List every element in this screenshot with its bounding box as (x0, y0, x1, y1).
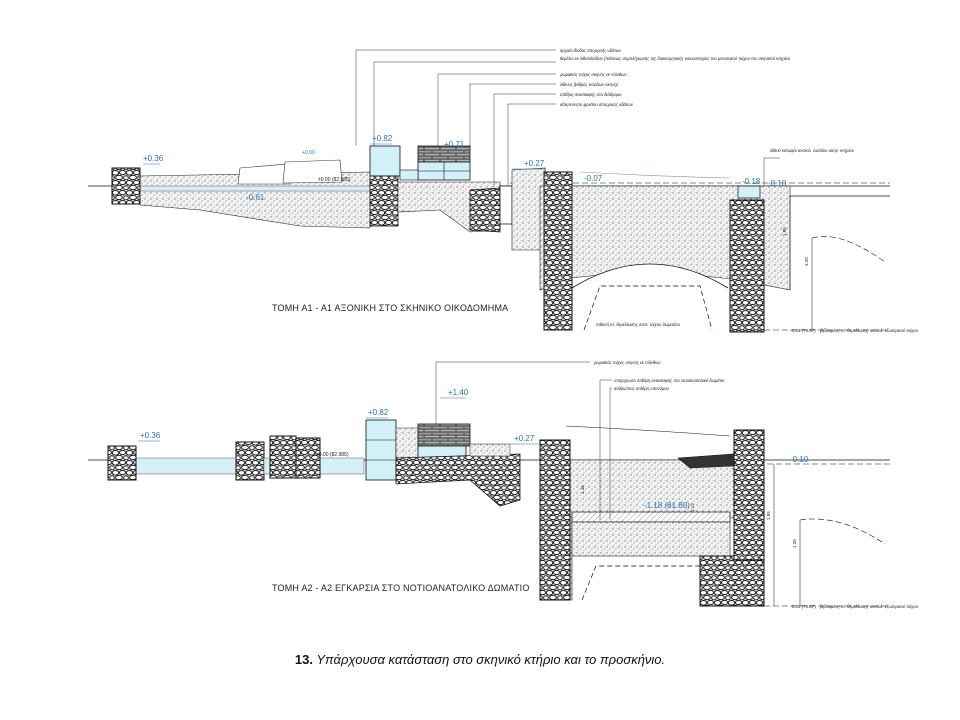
water-layer-2 (135, 457, 237, 475)
section-2-title: ΤΟΜΗ Α2 - Α2 ΕΓΚΑΡΣΙΑ ΣΤΟ ΝΟΤΙΟΑΝΑΤΟΛΙΚΟ… (272, 583, 530, 593)
note-3: ρωμαϊκός τοίχος σκηνής εκ πλίνθων (559, 72, 627, 77)
brick-wall-2 (417, 423, 471, 447)
marble-block-2 (365, 419, 397, 481)
pier-right (729, 199, 765, 333)
leader-lines-1 (355, 49, 780, 186)
note2-3: ανθρώπινη στάθμη υπονόμου (614, 386, 670, 391)
elevations-1: +0.36 +0.00 +0.82 +0.71 +0.27 -0.07 -0.1… (143, 134, 816, 333)
elev-found-left: -0.61 (246, 193, 265, 202)
section-a2: ρωμαϊκός τοίχος σκηνής εκ πλίνθων υπάρχο… (88, 360, 919, 609)
note-6: αδιερεύνητο φρεάτιο απορροής υδάτων (560, 102, 634, 107)
dim2-2: 1.95 (766, 511, 771, 520)
note2-bottom-right: βιβλιομένη στ. θεμελίωσης ανατολ. εξωτερ… (819, 604, 919, 609)
leader-notes-2: ρωμαϊκός τοίχος σκηνής εκ πλίνθων υπάρχο… (593, 360, 919, 609)
dim2-4: 1.12 (690, 503, 695, 512)
marble-block (369, 145, 401, 177)
note-5: στάθμη ανασκαφής στο διάδρομο (560, 92, 622, 97)
note2-2: υπάρχουσα στάθμη ανασκαφής στο νοτιοανατ… (614, 378, 725, 383)
elev-right2: -0.07 (584, 174, 603, 183)
elev2-right2: -0.10 (790, 455, 809, 464)
foundation-outline (583, 285, 713, 331)
caption-number: 13. (294, 652, 313, 667)
note-bottom-right: βιβλιομένη στ. θεμελίωσης ανατολ. εξωτερ… (819, 328, 919, 333)
pier-left (543, 171, 573, 331)
floor-slab (571, 511, 731, 523)
elev2-left: +0.36 (140, 431, 161, 440)
drain-channel (499, 185, 513, 225)
elev-left: +0.36 (143, 154, 164, 163)
elev2-block: +0.82 (368, 408, 389, 417)
elev2-floor: -1.18 (81.80) (644, 501, 690, 510)
dim-1: 1.95 (782, 227, 787, 236)
note-2: θεμέλιο εκ λιθοπλίνθων (πιθανώς συμπλήρω… (560, 56, 791, 61)
elev-bottom: -3.33 (79.67) (790, 328, 816, 333)
dim2-1: 1.45 (580, 485, 585, 494)
pier-right-2 (733, 429, 765, 561)
elev2-bottom: -3.33 (79.67) (790, 604, 816, 609)
elev2-right1: +0.27 (514, 434, 535, 443)
note2-1: ρωμαϊκός τοίχος σκηνής εκ πλίνθων (593, 360, 661, 365)
section-a1: αρχαίο δίοδος απορροής υδάτων θεμέλιο εκ… (88, 48, 919, 333)
block-b (282, 159, 343, 184)
note-4: λίθινος βαθμός εισόδων σκηνής (559, 82, 620, 87)
elev-mid-small: +0.00 (302, 150, 315, 156)
note-bottom-center: πιθανή στ. θεμελίωσης ανατ. τοίχου δωματ… (596, 322, 681, 327)
leader-lines-2 (435, 361, 612, 520)
figure-caption: 13. Υπάρχουσα κατάσταση στο σκηνικό κτήρ… (0, 652, 960, 667)
leader-notes-1: αρχαίο δίοδος απορροής υδάτων θεμέλιο εκ… (559, 48, 919, 333)
elev-ground: ±0.00 (82.985) (318, 177, 351, 183)
water-layer (139, 185, 371, 192)
wall-left (111, 167, 141, 205)
note-right: λίθινο κατώφλι ανατολ. εισόδου σκην. κτη… (769, 148, 855, 153)
elev2-top: +1.40 (448, 388, 469, 397)
foundation-block (369, 175, 399, 227)
pier-left-2 (539, 439, 571, 601)
elev2-ground: ±0.00 (82.985) (316, 452, 349, 458)
wall-left-2 (107, 445, 137, 481)
elev-right3: -0.18 (742, 177, 761, 186)
elev-right1: +0.27 (524, 159, 545, 168)
section-1-title: ΤΟΜΗ Α1 - Α1 ΑΞΟΝΙΚΗ ΣΤΟ ΣΚΗΝΙΚΟ ΟΙΚΟΔΟΜ… (272, 303, 508, 313)
caption-text: Υπάρχουσα κατάσταση στο σκηνικό κτήριο κ… (316, 652, 666, 667)
elev-top: +0.71 (444, 140, 465, 149)
dim2-3: 1.20 (792, 539, 797, 548)
elevations-2: +0.36 +0.82 +1.40 +0.27 -0.10 -1.18 (81.… (138, 388, 816, 609)
elev-right4: -0.10 (768, 179, 787, 188)
dim-2: 3.20 (804, 257, 809, 266)
elev-block: +0.82 (372, 134, 393, 143)
block-a (237, 163, 291, 185)
arch-void (571, 263, 729, 289)
note-1: αρχαίο δίοδος απορροής υδάτων (560, 48, 622, 53)
